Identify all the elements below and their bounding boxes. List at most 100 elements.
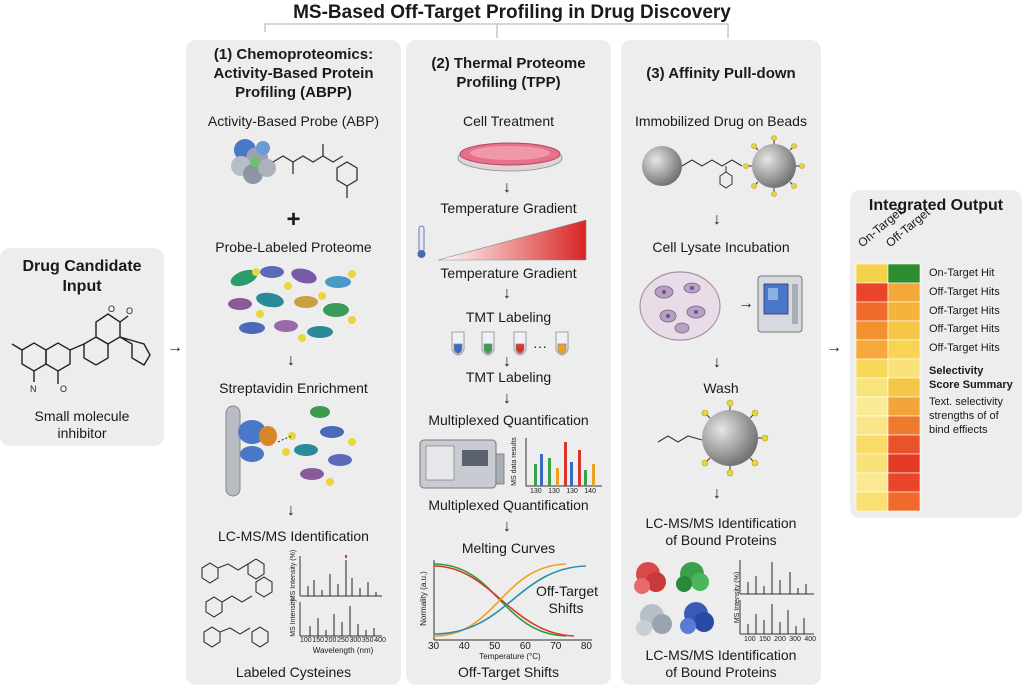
tick-label: 150 — [312, 637, 325, 644]
tick-label: 130 — [530, 488, 542, 495]
selectivity-heatmap — [855, 263, 921, 512]
abpp-spectrum-ticks: 100 150 200 250 300 350 400 — [300, 637, 386, 644]
input-heading-line1: Drug Candidate — [22, 258, 142, 275]
tpp-heading-line1: (2) Thermal Proteome — [431, 55, 586, 72]
arrow-down-icon: ↓ — [713, 211, 721, 228]
tick-label: 30 — [428, 641, 440, 652]
heatmap-row-label: Off-Target Hits — [929, 305, 1000, 317]
mass-spectrometer-icon — [419, 439, 505, 489]
abpp-spectrum-ylabel-2: MS Intensity — [289, 598, 297, 637]
heatmap-cell — [855, 434, 889, 455]
heatmap-cell — [855, 491, 889, 512]
abpp-heading-line1: (1) Chemoproteomics: — [213, 46, 374, 63]
heatmap-cell — [855, 301, 889, 322]
cell-lysate-icon — [639, 271, 721, 341]
svg-text:O: O — [126, 306, 133, 316]
labeled-proteome-blobs — [228, 266, 356, 342]
heatmap-cell — [887, 320, 921, 341]
arrow-down-icon: ↓ — [503, 179, 511, 196]
heatmap-cell — [887, 377, 921, 398]
heatmap-cell — [855, 453, 889, 474]
tmt-tubes — [451, 331, 569, 356]
title-connector — [264, 23, 729, 38]
tick-label: 200 — [324, 637, 337, 644]
heatmap-cell — [887, 301, 921, 322]
affinity-footer-line2: of Bound Proteins — [665, 664, 777, 680]
arrow-down-icon: ↓ — [503, 353, 511, 370]
affinity-lysate-label: Cell Lysate Incubation — [652, 239, 790, 255]
summary-text-line2: strengths of of — [929, 410, 999, 422]
heatmap-row-label: On-Target Hit — [929, 267, 995, 279]
washed-bead — [657, 399, 769, 477]
svg-text:O: O — [60, 384, 67, 394]
tick-label: 200 — [774, 636, 786, 643]
melting-curves-plot — [433, 560, 592, 641]
heatmap-cell — [887, 453, 921, 474]
heatmap-cell — [855, 339, 889, 360]
heatmap-cell — [887, 415, 921, 436]
tpp-heading-line2: Profiling (TPP) — [456, 74, 561, 91]
heatmap-cell — [855, 396, 889, 417]
tmt-dots: ··· — [533, 338, 547, 354]
tick-label: 100 — [300, 637, 312, 644]
arrow-down-icon: ↓ — [287, 352, 295, 369]
arrow-right-icon: → — [167, 339, 183, 356]
arrow-down-icon: ↓ — [503, 285, 511, 302]
arrow-right-icon: → — [826, 339, 842, 356]
affinity-heading: (3) Affinity Pull-down — [646, 65, 796, 82]
input-caption-line1: Small molecule — [34, 408, 130, 424]
affinity-spectrum — [739, 560, 814, 635]
heatmap-cell — [887, 491, 921, 512]
tick-label: 50 — [489, 641, 501, 652]
arrow-down-icon: ↓ — [503, 518, 511, 535]
tpp-mq-label-bottom: Multiplexed Quantification — [428, 497, 589, 513]
tick-label: 250 — [337, 637, 349, 644]
page-title: MS-Based Off-Target Profiling in Drug Di… — [293, 2, 731, 23]
tick-label: 130 — [548, 488, 560, 495]
affinity-beads-label: Immobilized Drug on Beads — [635, 113, 807, 129]
abpp-heading-line2: Activity-Based Protein — [213, 65, 374, 82]
abpp-panel — [186, 40, 401, 685]
heatmap-cell — [887, 263, 921, 284]
tpp-gradient-label-bottom: Temperature Gradient — [440, 265, 577, 281]
tick-label: 140 — [584, 488, 596, 495]
arrow-down-icon: ↓ — [713, 354, 721, 371]
immobilized-beads — [642, 135, 805, 197]
affinity-wash-label: Wash — [703, 380, 739, 396]
heatmap-cell — [855, 358, 889, 379]
heatmap-cell — [855, 320, 889, 341]
petri-dish — [457, 142, 563, 172]
input-caption-line2: inhibitor — [57, 425, 107, 441]
arrow-down-icon: ↓ — [287, 502, 295, 519]
tpp-tmt-label-bottom: TMT Labeling — [465, 369, 552, 385]
heatmap-cell — [887, 282, 921, 303]
melt-xlabel: Temperature (°C) — [479, 652, 541, 661]
instrument-icon — [757, 275, 803, 333]
melt-annotation-line1: Off-Target — [536, 583, 598, 599]
tick-label: 150 — [759, 636, 771, 643]
tick-label: 60 — [519, 641, 531, 652]
abpp-heading-line3: Profiling (ABPP) — [235, 84, 352, 101]
tpp-mq-label-top: Multiplexed Quantification — [428, 412, 589, 428]
tpp-cell-label: Cell Treatment — [462, 113, 555, 129]
bound-proteins-structures — [634, 562, 714, 636]
tick-label: 350 — [361, 637, 374, 644]
affinity-footer-line1: LC-MS/MS Identification — [645, 647, 797, 663]
affinity-lcms-line2: of Bound Proteins — [665, 532, 777, 548]
tick-label: 400 — [804, 636, 816, 643]
heatmap-row-label: Off-Target Hits — [929, 286, 1000, 298]
tick-label: 80 — [580, 641, 592, 652]
abpp-spectrum-bottom — [299, 602, 382, 637]
heatmap-cell — [855, 263, 889, 284]
tpp-tmt-label-top: TMT Labeling — [465, 309, 552, 325]
tick-label: 300 — [789, 636, 801, 643]
tpp-gradient-label-top: Temperature Gradient — [440, 200, 577, 216]
input-heading-line2: Input — [62, 278, 102, 295]
tick-label: 70 — [550, 641, 562, 652]
summary-heading-line2: Score Summary — [929, 379, 1013, 391]
abpp-proteome-label: Probe-Labeled Proteome — [215, 239, 372, 255]
tpp-footer-label: Off-Target Shifts — [458, 664, 559, 680]
plus-sign: + — [286, 206, 301, 233]
heatmap-row-label: Off-Target Hits — [929, 342, 1000, 354]
output-heading: Integrated Output — [868, 197, 1004, 214]
